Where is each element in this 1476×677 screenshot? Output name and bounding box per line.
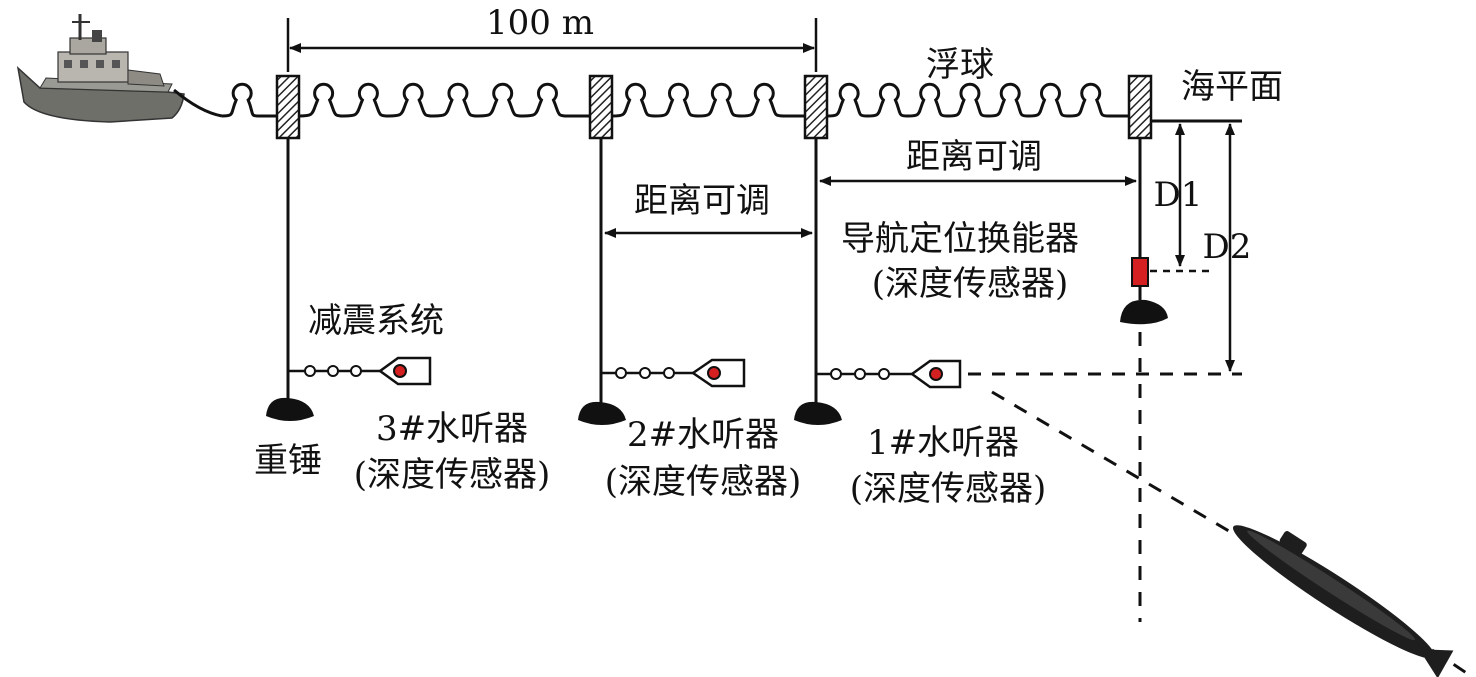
hydrophone-1-label: 1#水听器 xyxy=(867,423,1019,463)
hydrophone-3-icon xyxy=(377,356,432,386)
ship-icon xyxy=(16,14,185,123)
hydrophone-string-3 xyxy=(288,365,380,377)
submarine-track-line xyxy=(991,390,1235,536)
weight-icon-2 xyxy=(578,401,626,425)
hydrophone-2-depth-label: (深度传感器) xyxy=(605,462,802,502)
hydrophone-1-icon xyxy=(909,359,962,389)
hydrophone-2-icon xyxy=(690,358,746,388)
float-buoy-3 xyxy=(275,74,301,140)
d1-label: D1 xyxy=(1154,175,1203,215)
nav-weight-icon xyxy=(1120,299,1168,325)
adjustable-distance-label-upper: 距离可调 xyxy=(906,137,1042,177)
hydrophone-1-depth-label: (深度传感器) xyxy=(850,469,1047,509)
tow-cable xyxy=(173,82,1129,118)
hydrophone-string-1 xyxy=(816,368,912,380)
damping-system-label: 减震系统 xyxy=(308,301,444,341)
spacing-label: 100 m xyxy=(486,3,594,43)
weight-label: 重锤 xyxy=(254,441,322,481)
hydrophone-3-label: 3#水听器 xyxy=(376,409,528,449)
hydrophone-2-label: 2#水听器 xyxy=(627,415,779,455)
sea-level-label: 海平面 xyxy=(1181,67,1283,107)
float-label: 浮球 xyxy=(926,45,994,85)
hydrophone-string-2 xyxy=(601,367,693,379)
float-buoy-nav xyxy=(1127,74,1153,140)
nav-transducer-label: 导航定位换能器 xyxy=(841,219,1079,259)
hydrophone-3-depth-label: (深度传感器) xyxy=(354,455,551,495)
float-buoy-1 xyxy=(803,74,829,140)
weight-icon-3 xyxy=(266,397,314,421)
submarine-icon xyxy=(1232,525,1454,677)
weight-icon-1 xyxy=(794,401,842,425)
float-buoy-2 xyxy=(588,74,614,140)
d2-label: D2 xyxy=(1203,227,1252,267)
adjustable-distance-label-lower: 距离可调 xyxy=(634,181,770,221)
nav-depth-sensor-label: (深度传感器) xyxy=(872,264,1069,304)
nav-transducer-icon xyxy=(1131,257,1149,287)
